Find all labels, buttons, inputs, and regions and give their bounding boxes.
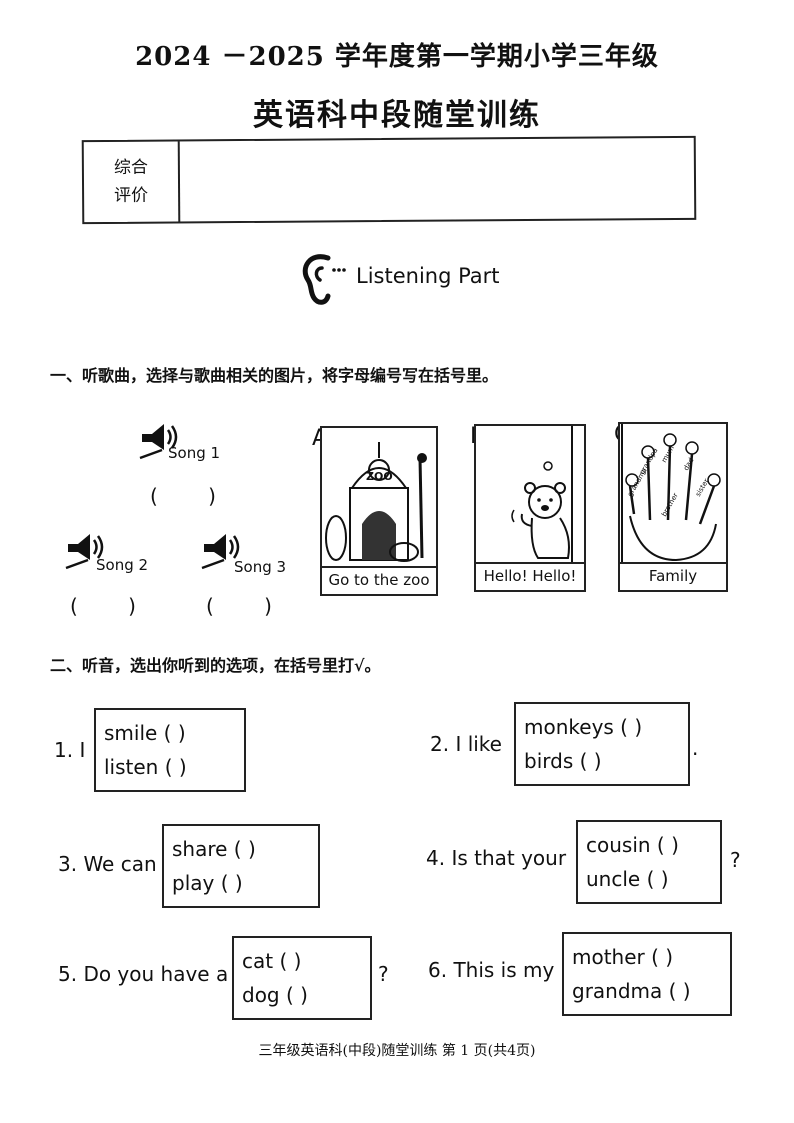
exam-year-title: 2024 －2025 学年度第一学期小学三年级: [135, 42, 659, 72]
q2-prefix: 2. I like: [430, 732, 502, 756]
picture-b-bear: Hello! Hello!: [474, 424, 586, 592]
q2-options-box: monkeys ( ) birds ( ): [514, 702, 690, 786]
evaluation-label-line2: 评价: [114, 185, 149, 206]
picture-b-caption: Hello! Hello!: [476, 562, 584, 590]
exam-subject-title: 英语科中段随堂训练: [253, 98, 541, 133]
q5-prefix: 5. Do you have a: [58, 962, 229, 986]
q6-prefix: 6. This is my: [428, 958, 555, 982]
q3-option-2[interactable]: play ( ): [172, 871, 243, 895]
family-hand-illustration: [621, 424, 721, 564]
q1-option-2[interactable]: listen ( ): [104, 755, 187, 779]
picture-a-caption: Go to the zoo: [322, 566, 436, 594]
section1-title: 一、听歌曲，选择与歌曲相关的图片，将字母编号写在括号里。: [50, 366, 499, 385]
evaluation-label: 综合评价: [83, 141, 181, 223]
q4-option-2[interactable]: uncle ( ): [586, 867, 669, 891]
zoo-sign-text: ZOO: [366, 470, 393, 483]
bear-illustration: [511, 426, 573, 564]
q3-prefix: 3. We can: [58, 852, 157, 876]
ear-icon: [302, 254, 346, 305]
q1-options-box: smile ( ) listen ( ): [94, 708, 246, 792]
q1-prefix: 1. I: [54, 738, 86, 762]
q3-option-1[interactable]: share ( ): [172, 837, 256, 861]
q6-option-2[interactable]: grandma ( ): [572, 979, 691, 1003]
q5-option-1[interactable]: cat ( ): [242, 949, 302, 973]
song2-label: Song 2: [96, 556, 149, 574]
q6-options-box: mother ( ) grandma ( ): [562, 932, 732, 1016]
song1-label: Song 1: [168, 444, 221, 462]
evaluation-box: 综合评价: [81, 135, 697, 225]
picture-c-caption: Family: [620, 562, 726, 590]
q2-option-1[interactable]: monkeys ( ): [524, 715, 643, 739]
q5-options-box: cat ( ) dog ( ): [232, 936, 372, 1020]
q4-options-box: cousin ( ) uncle ( ): [576, 820, 722, 904]
page-footer: 三年级英语科(中段)随堂训练 第 1 页(共4页): [258, 1043, 536, 1059]
q4-suffix: ?: [730, 848, 741, 872]
q3-options-box: share ( ) play ( ): [162, 824, 320, 908]
q4-prefix: 4. Is that your: [426, 846, 567, 870]
picture-a-zoo: ZOO Go to the zoo: [320, 426, 438, 596]
listening-part-title: Listening Part: [356, 264, 500, 288]
song3-label: Song 3: [234, 558, 287, 576]
evaluation-label-line1: 综合: [113, 157, 148, 178]
speaker-icon: [65, 534, 104, 570]
q2-option-2[interactable]: birds ( ): [524, 749, 602, 773]
q5-suffix: ?: [378, 962, 389, 986]
section2-title: 二、听音，选出你听到的选项，在括号里打√。: [50, 656, 381, 675]
q1-option-1[interactable]: smile ( ): [104, 721, 186, 745]
speaker-icon: [201, 534, 240, 570]
zoo-gate-illustration: [325, 442, 427, 562]
q6-option-1[interactable]: mother ( ): [572, 945, 674, 969]
song3-answer[interactable]: ( ): [206, 594, 294, 618]
q5-option-2[interactable]: dog ( ): [242, 983, 308, 1007]
q2-suffix: .: [692, 736, 699, 760]
song1-answer[interactable]: ( ): [150, 484, 238, 508]
song2-answer[interactable]: ( ): [70, 594, 158, 618]
speaker-icon: [139, 424, 178, 460]
q4-option-1[interactable]: cousin ( ): [586, 833, 679, 857]
